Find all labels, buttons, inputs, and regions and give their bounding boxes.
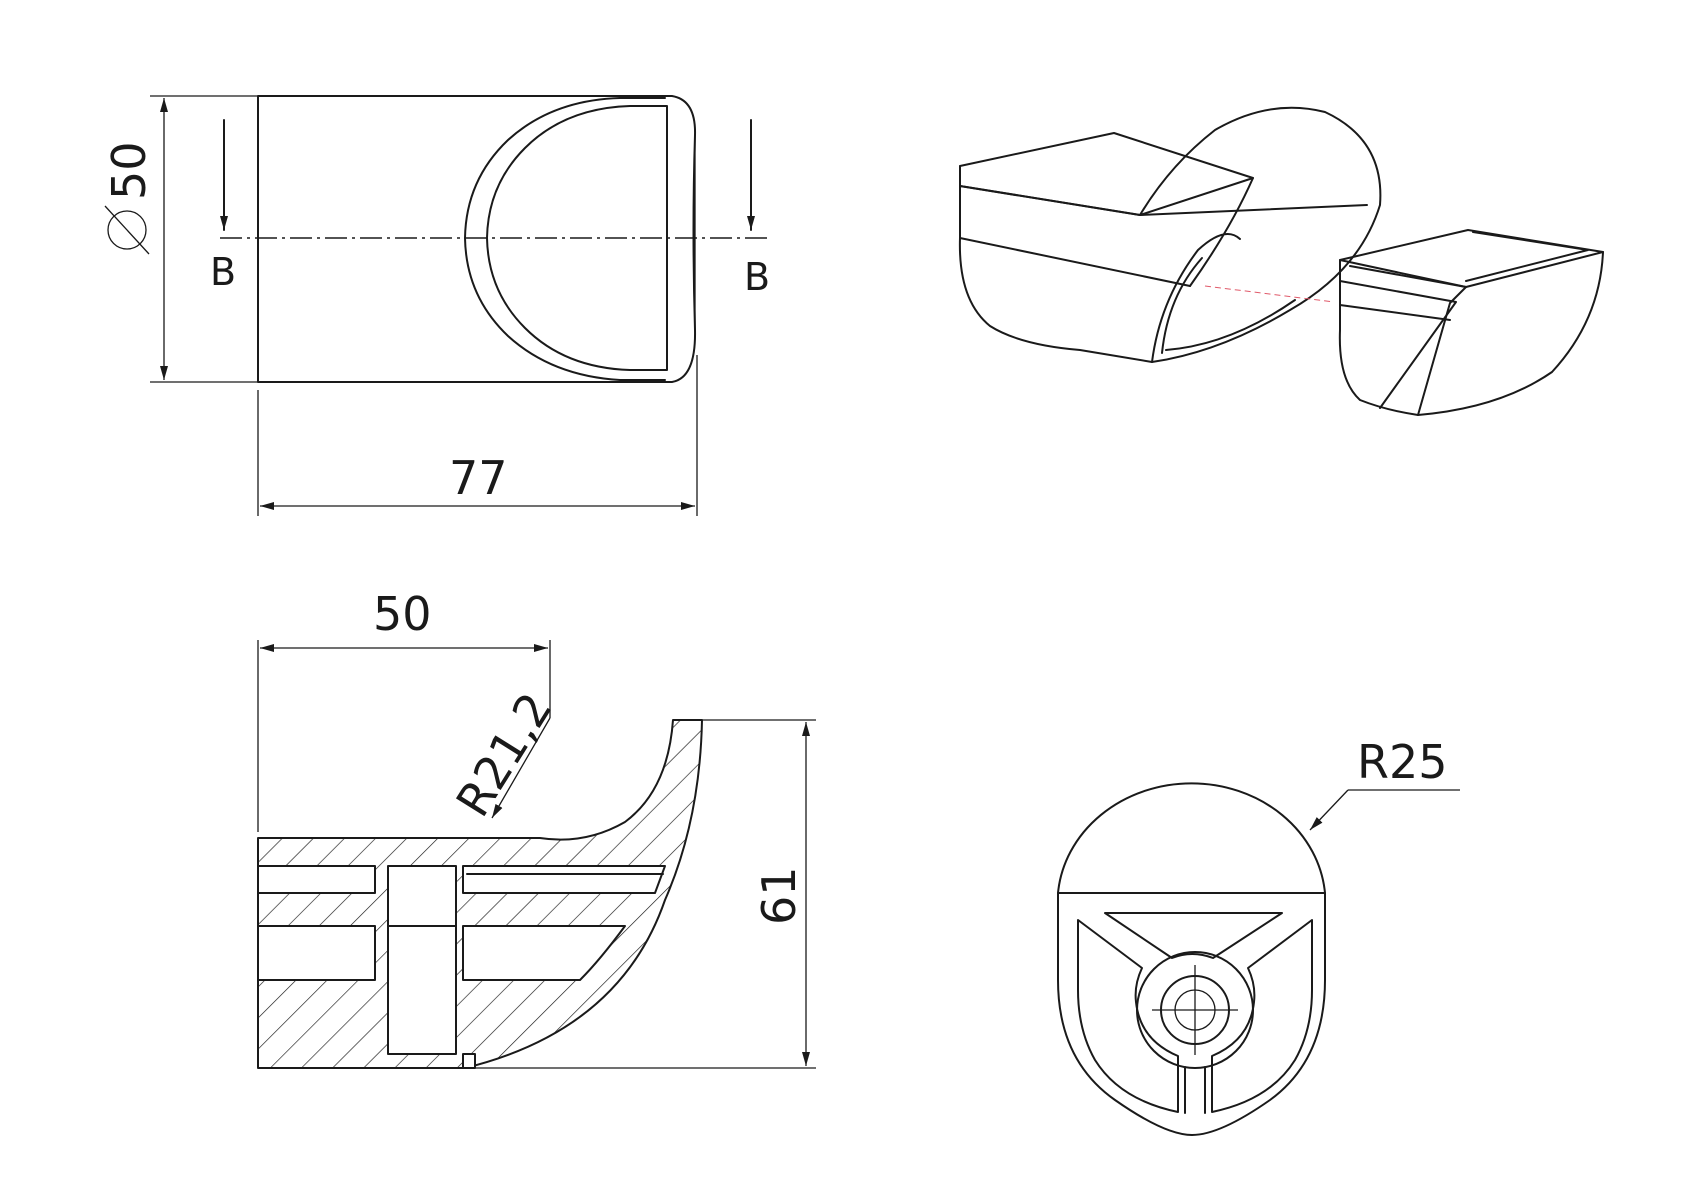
diameter-symbol xyxy=(107,210,147,250)
top-view: B B 50 77 xyxy=(102,95,770,516)
iso-right-section-face xyxy=(1338,259,1467,416)
height-value: 61 xyxy=(752,866,806,925)
iso-left-front-face xyxy=(958,165,1153,363)
hub-outer-circle xyxy=(1136,951,1254,1069)
diameter-value: 50 xyxy=(102,141,156,200)
length-value: 77 xyxy=(449,451,508,505)
cup-outer-profile xyxy=(464,97,666,381)
section-view: 50 R21,2 61 xyxy=(257,587,816,1069)
iso-cut-line xyxy=(1204,285,1335,303)
width-value: 50 xyxy=(373,587,432,641)
section-label-right: B xyxy=(744,255,770,299)
inner-radius-value: R21,2 xyxy=(446,683,563,826)
iso-right-top-face xyxy=(1339,229,1604,288)
right-cavity xyxy=(1211,919,1313,1113)
central-bore xyxy=(387,865,457,1055)
channel-upper-right xyxy=(462,865,666,894)
outer-radius-value: R25 xyxy=(1357,735,1448,789)
left-cavity xyxy=(1077,919,1179,1113)
iso-right-outer-arc xyxy=(1417,251,1604,416)
inner-radius-leader xyxy=(491,717,551,819)
iso-cup-inner-edge xyxy=(1151,232,1241,363)
isometric-view xyxy=(958,106,1604,416)
iso-cup-outer xyxy=(1139,106,1382,363)
outer-radius-leader xyxy=(1309,789,1349,831)
cup-inner-profile xyxy=(486,105,668,371)
end-view: R25 xyxy=(1057,735,1460,1136)
section-label-left: B xyxy=(210,250,236,294)
top-triangle-cavity xyxy=(1104,912,1283,959)
channel-lower-right xyxy=(462,925,626,981)
top-view-outline xyxy=(257,95,697,383)
iso-left-top-face xyxy=(959,132,1254,216)
channel-lower-left xyxy=(257,925,376,981)
channel-upper-left xyxy=(257,865,376,894)
end-view-outline xyxy=(1057,782,1326,1136)
